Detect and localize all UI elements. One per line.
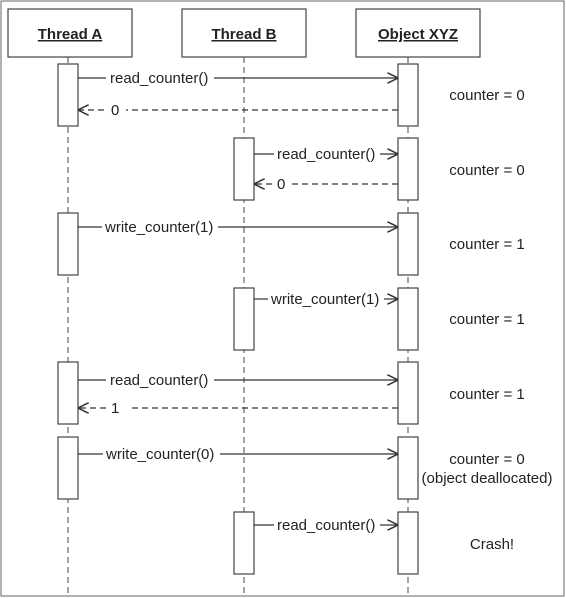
activation-thread-a <box>57 361 79 425</box>
activation-object-xyz <box>397 361 419 425</box>
return-2: 0 <box>254 176 398 193</box>
return-label: 1 <box>111 400 119 417</box>
message-label: read_counter() <box>110 70 208 87</box>
message-5: read_counter() <box>78 372 398 389</box>
activation-thread-a <box>57 63 79 127</box>
return-label: 0 <box>277 176 285 193</box>
participant-thread-b: Thread B <box>181 8 307 58</box>
message-3: write_counter(1) <box>78 219 398 236</box>
activation-thread-a <box>57 436 79 500</box>
activation-thread-a <box>57 212 79 276</box>
state-note: Crash! <box>470 536 514 553</box>
activation-thread-b <box>233 137 255 201</box>
message-label: write_counter(1) <box>104 219 213 236</box>
participant-label: Thread A <box>38 26 103 43</box>
return-label: 0 <box>111 102 119 119</box>
activation-object-xyz <box>397 287 419 351</box>
activation-object-xyz <box>397 137 419 201</box>
activation-thread-b <box>233 511 255 575</box>
message-label: read_counter() <box>277 517 375 534</box>
message-label: read_counter() <box>277 146 375 163</box>
return-1: 0 <box>78 102 398 119</box>
participant-label: Object XYZ <box>378 26 458 43</box>
state-note: counter = 0 <box>449 87 524 104</box>
participant-label: Thread B <box>211 26 276 43</box>
state-note: counter = 1 <box>449 311 524 328</box>
activation-object-xyz <box>397 511 419 575</box>
participant-object-xyz: Object XYZ <box>355 8 481 58</box>
state-subnote: (object deallocated) <box>422 470 553 487</box>
return-5: 1 <box>78 400 398 417</box>
activation-object-xyz <box>397 436 419 500</box>
state-note: counter = 0 <box>449 451 524 468</box>
state-note: counter = 0 <box>449 162 524 179</box>
message-label: read_counter() <box>110 372 208 389</box>
message-label: write_counter(1) <box>270 291 379 308</box>
message-label: write_counter(0) <box>105 446 214 463</box>
participant-thread-a: Thread A <box>7 8 133 58</box>
activation-object-xyz <box>397 212 419 276</box>
state-note: counter = 1 <box>449 236 524 253</box>
message-2: read_counter() <box>254 146 398 163</box>
message-6: write_counter(0) <box>78 446 398 463</box>
activation-thread-b <box>233 287 255 351</box>
state-note: counter = 1 <box>449 386 524 403</box>
activation-object-xyz <box>397 63 419 127</box>
message-7: read_counter() <box>254 517 398 534</box>
message-1: read_counter() <box>78 70 398 87</box>
message-4: write_counter(1) <box>254 291 398 308</box>
